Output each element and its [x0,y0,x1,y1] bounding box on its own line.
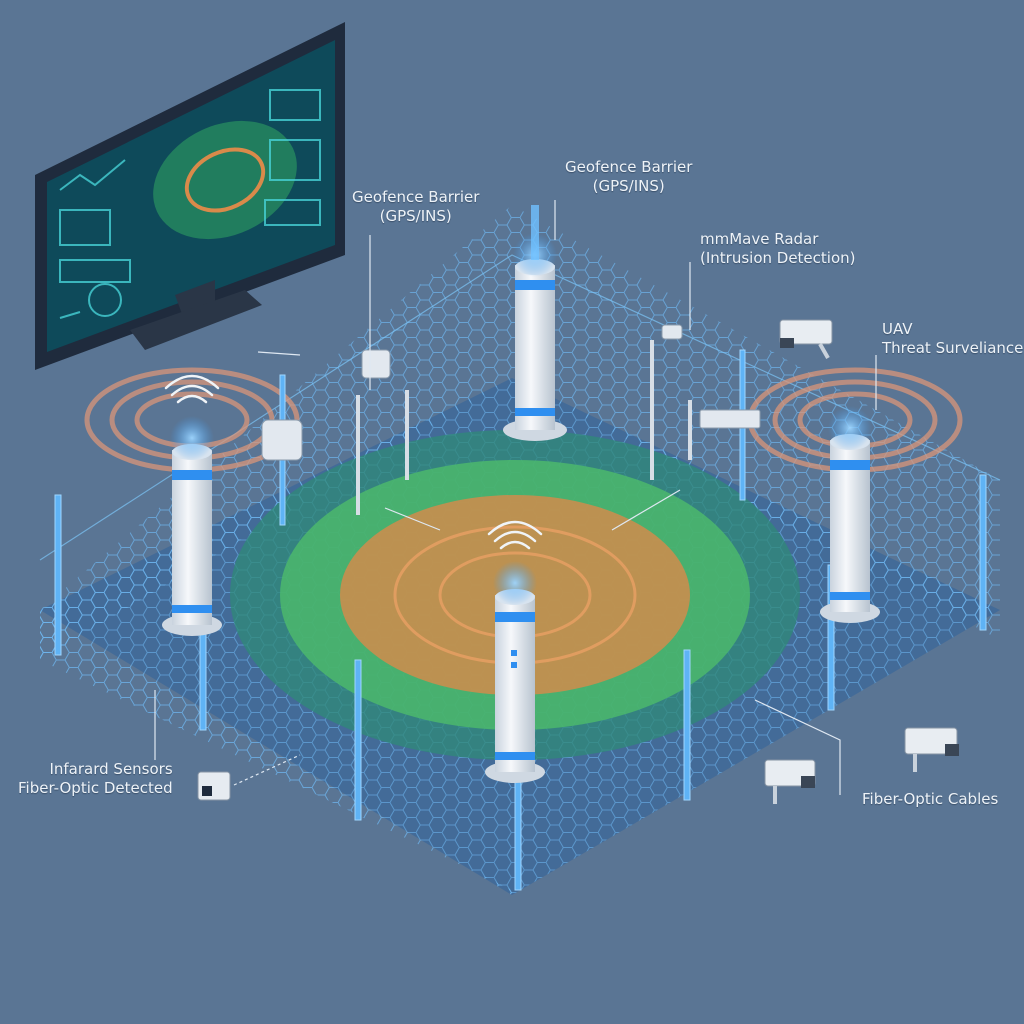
signal-icon [164,374,543,550]
label-infrared-sensors: Infarard Sensors Fiber-Optic Detected [18,760,173,797]
infrared-sensor-icon [197,771,231,801]
fence-wall-front-left [40,610,512,895]
tower-center [485,561,545,783]
label-fiber-optic-cables: Fiber-Optic Cables [862,790,999,808]
tower-top [503,205,567,441]
label-geofence-left: Geofence Barrier (GPS/INS) [352,188,480,225]
leader-lines [154,200,877,795]
tower-left [162,416,222,636]
sensor-poles [356,340,692,515]
tower-right [820,406,880,623]
sensor-units [261,324,761,461]
camera-icon [764,319,959,804]
label-uav-surveillance: UAV Threat Surveliance [882,320,1024,357]
label-geofence-top: Geofence Barrier (GPS/INS) [565,158,693,195]
monitor [35,22,345,370]
label-mmwave-radar: mmMave Radar (Intrusion Detection) [700,230,856,267]
